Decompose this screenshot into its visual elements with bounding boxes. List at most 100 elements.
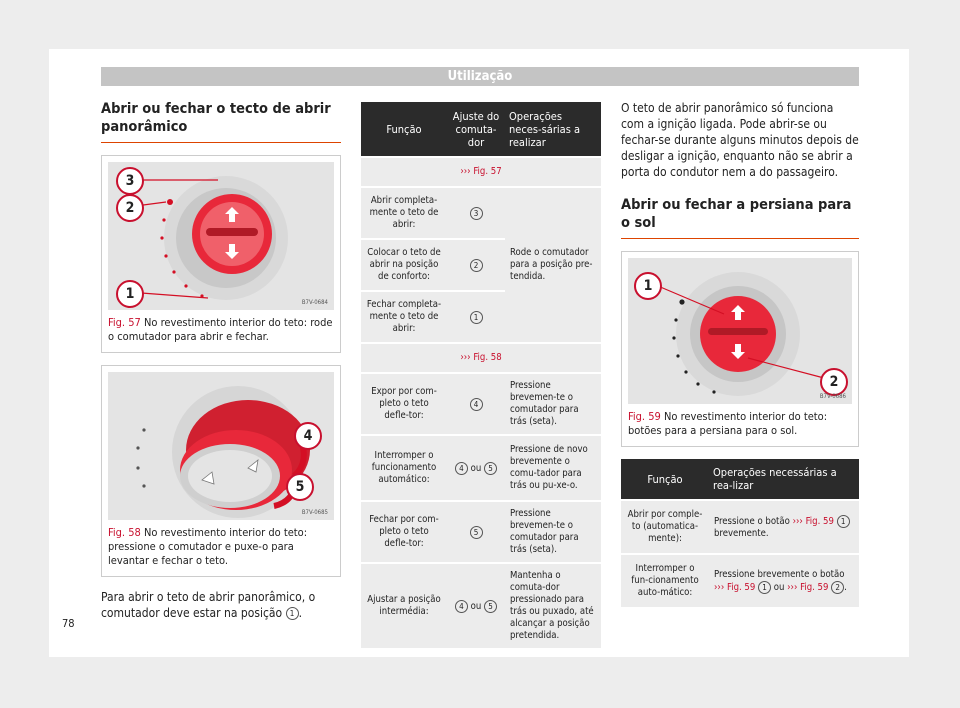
adjust-cell: 2 [447,240,505,290]
function-cell: Fechar por com-pleto o teto defle-tor: [361,502,447,562]
operation-cell: Mantenha o comuta-dor pressionado para t… [505,564,601,648]
left-column: Abrir ou fechar o tecto de abrir panorâm… [101,100,341,633]
body-text: Para abrir o teto de abrir panorâmico, o… [101,590,316,620]
sunblind-switch-illustration [628,258,852,404]
header-operations: Operações neces-sárias a realizar [505,102,601,156]
header-operations: Operações necessárias a rea-lizar [709,459,859,499]
op-text: Pressione brevemente o botão [714,568,845,580]
op-text-end: brevemente. [714,527,769,539]
table-row: Expor por com-pleto o teto defle-tor: 4 … [361,374,601,434]
right-column: O teto de abrir panorâmico só funciona c… [621,100,859,609]
figure-59: 1 2 B7V-0686 Fig. 59 No revestimento int… [621,251,859,447]
function-cell: Colocar o teto de abrir na posição de co… [361,240,447,290]
figure-59-caption: Fig. 59 No revestimento interior do teto… [628,410,852,438]
table-row: Interromper o funcionamento automático: … [361,436,601,500]
figure-57-text: No revestimento interior do teto: rode o… [108,316,333,343]
function-cell: Interromper o fun-cionamento auto-mático… [621,555,709,607]
roof-function-table: Função Ajuste do comuta-dor Operações ne… [361,100,601,650]
table-row: Fechar por com-pleto o teto defle-tor: 5… [361,502,601,562]
fig59-link[interactable]: ››› Fig. 59 [792,515,834,527]
function-cell: Ajustar a posição intermédia: [361,564,447,648]
table-row: Abrir completa-mente o teto de abrir: 3 … [361,188,601,342]
callout-2: 2 [820,368,848,396]
function-cell: Interromper o funcionamento automático: [361,436,447,500]
figure-57-caption: Fig. 57 No revestimento interior do teto… [108,316,334,344]
adjust-cell: 4 [447,374,505,434]
or-text: ou [470,462,482,474]
position-marker: 1 [285,607,299,620]
section-title-sunblind: Abrir ou fechar a persiana para o sol [621,197,852,231]
callout-3: 3 [116,167,144,195]
position-marker: 5 [484,461,498,475]
function-cell: Abrir completa-mente o teto de abrir: [361,188,447,238]
table-header-row: Função Operações necessárias a rea-lizar [621,459,859,499]
position-marker: 4 [454,599,468,613]
fig59-link[interactable]: ››› Fig. 59 [787,581,829,593]
body-paragraph: Para abrir o teto de abrir panorâmico, o… [101,589,341,621]
position-marker: 2 [469,258,483,272]
roof-switch-push-image: 4 5 B7V-0685 [108,372,334,520]
header-function: Função [621,459,709,499]
callout-1: 1 [634,272,662,300]
group-fig58-link[interactable]: ››› Fig. 58 [361,344,601,372]
op-text-end: . [844,581,847,593]
function-cell: Abrir por comple-to (automatica-mente): [621,501,709,553]
position-marker: 5 [469,525,483,539]
table-row: Colocar o teto de abrir na posição de co… [361,240,601,290]
function-cell: Fechar completa-mente o teto de abrir: [361,292,447,342]
section-title-roof: Abrir ou fechar o tecto de abrir panorâm… [101,101,331,135]
adjust-cell: 4 ou 5 [447,436,505,500]
roof-switch-push-illustration [108,372,334,520]
table-row: Ajustar a posição intermédia: 4 ou 5 Man… [361,564,601,648]
header-adjust: Ajuste do comuta-dor [447,102,505,156]
position-marker: 4 [469,397,483,411]
operation-cell: Pressione brevemen-te o comutador para t… [505,374,601,434]
position-marker: 3 [469,206,483,220]
sunblind-switch-image: 1 2 B7V-0686 [628,258,852,404]
roof-switch-image: 3 2 1 B7V-0684 [108,162,334,310]
table-row: Interromper o fun-cionamento auto-mático… [621,555,859,607]
figure-59-label: Fig. 59 [628,410,661,423]
callout-1: 1 [116,280,144,308]
table-header-row: Função Ajuste do comuta-dor Operações ne… [361,102,601,156]
group-fig57-link[interactable]: ››› Fig. 57 [361,158,601,186]
figure-58-caption: Fig. 58 No revestimento interior do teto… [108,526,334,568]
figure-code: B7V-0684 [301,299,328,306]
position-marker: 2 [831,580,845,594]
figure-57-label: Fig. 57 [108,316,141,329]
header-function: Função [361,102,447,156]
table-row: Abrir por comple-to (automatica-mente): … [621,501,859,553]
position-marker: 4 [454,461,468,475]
function-table: Função Ajuste do comuta-dor Operações ne… [361,100,601,650]
callout-5: 5 [286,473,314,501]
or-text: ou [773,581,785,593]
callout-4: 4 [294,422,322,450]
position-marker: 1 [758,580,772,594]
callout-2: 2 [116,194,144,222]
operation-cell: Pressione de novo brevemente o comu-tado… [505,436,601,500]
group-row: ››› Fig. 57 [361,158,601,186]
position-marker: 5 [484,599,498,613]
table-row: Fechar completa-mente o teto de abrir: 1 [361,292,601,342]
figure-57: 3 2 1 B7V-0684 Fig. 57 No revestimento i… [101,155,341,353]
intro-paragraph: O teto de abrir panorâmico só funciona c… [621,101,859,179]
figure-code: B7V-0686 [819,393,846,400]
figure-58: 4 5 B7V-0685 Fig. 58 No revestimento int… [101,365,341,577]
operation-cell: Pressione brevemen-te o comutador para t… [505,502,601,562]
group-row: ››› Fig. 58 [361,344,601,372]
or-text: ou [470,600,482,612]
chapter-header: Utilização [101,67,859,86]
title-rule [101,142,341,143]
adjust-cell: 3 [447,188,505,238]
page-number: 78 [62,617,75,630]
function-cell: Expor por com-pleto o teto defle-tor: [361,374,447,434]
body-text-end: . [298,606,303,620]
figure-58-label: Fig. 58 [108,526,141,539]
sunblind-table: Função Operações necessárias a rea-lizar… [621,457,859,609]
fig59-link[interactable]: ››› Fig. 59 [714,581,756,593]
adjust-cell: 5 [447,502,505,562]
figure-59-text: No revestimento interior do teto: botões… [628,410,828,437]
op-text: Pressione o botão [714,515,790,527]
operation-cell: Pressione brevemente o botão ››› Fig. 59… [709,555,859,607]
operation-cell: Rode o comutador para a posição pre-tend… [505,188,601,342]
